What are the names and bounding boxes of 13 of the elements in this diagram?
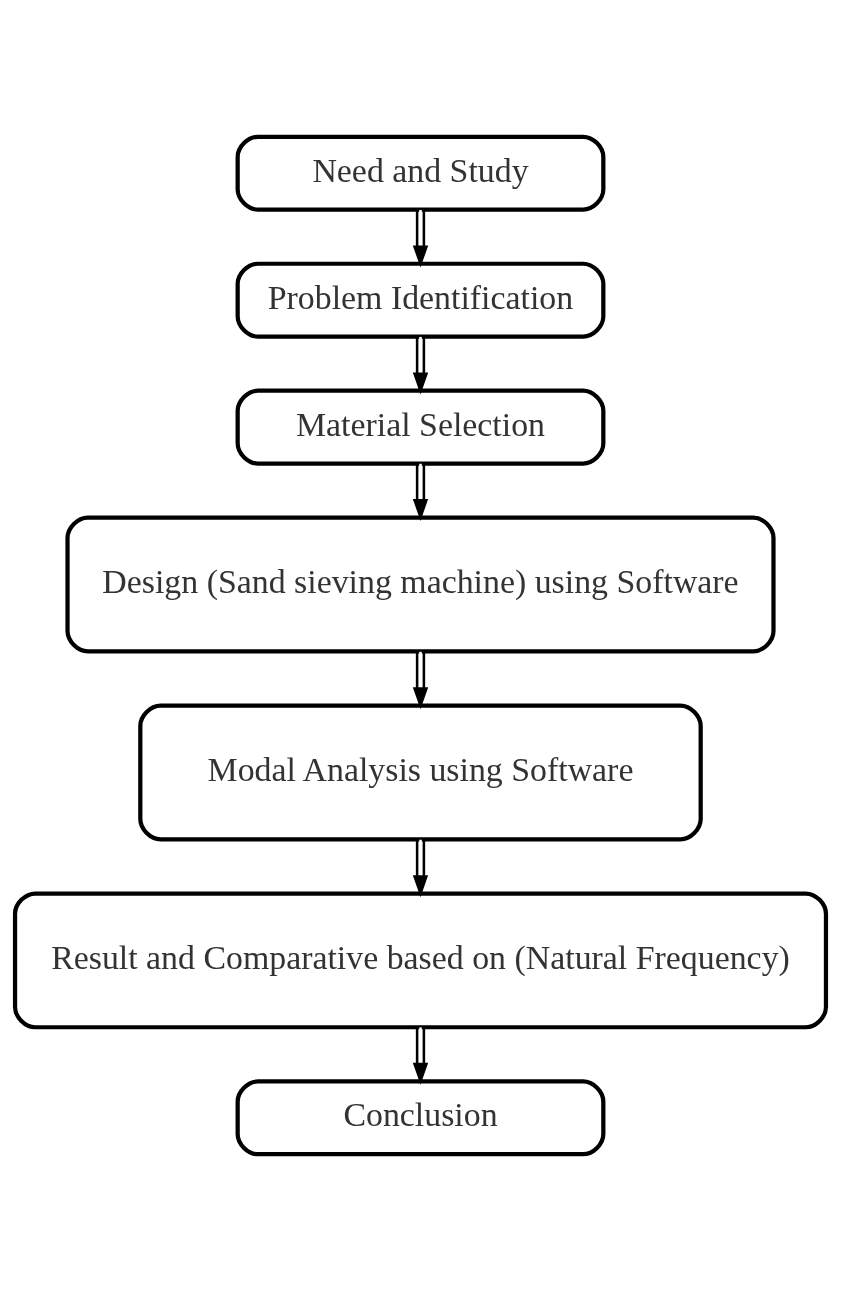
node-box: Result and Comparative based on (Natural Frequency) [12, 890, 829, 1029]
arrow [412, 651, 429, 709]
arrow [412, 463, 429, 521]
arrow [412, 839, 429, 897]
node-box: Conclusion [235, 1078, 606, 1156]
node-box: Problem Identification [235, 261, 606, 339]
arrow [412, 1026, 429, 1085]
node-box: Need and Study [235, 134, 606, 212]
node-box: Design (Sand sieving machine) using Software [65, 515, 776, 654]
node-box: Material Selection [235, 388, 606, 466]
node-box: Modal Analysis using Software [138, 703, 703, 841]
arrow [412, 209, 429, 268]
arrow [412, 336, 429, 395]
